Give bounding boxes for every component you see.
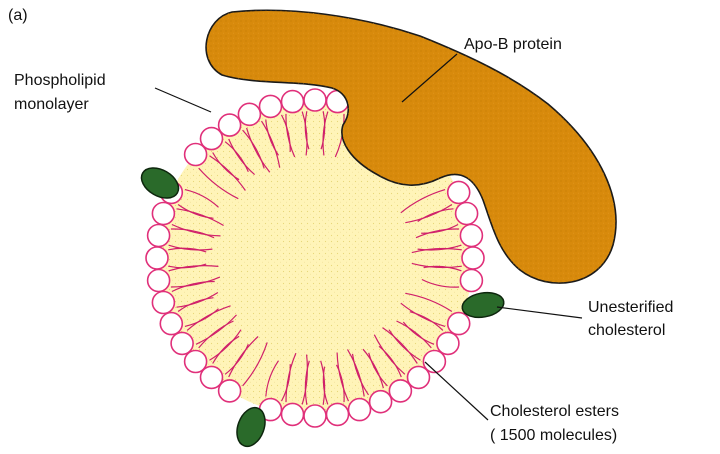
phospholipid-head bbox=[282, 91, 304, 113]
esters-label-line1: Cholesterol esters bbox=[490, 403, 619, 420]
phospholipid-head bbox=[282, 403, 304, 425]
phospholipid-head bbox=[260, 95, 282, 117]
phospholipid-head bbox=[448, 313, 470, 335]
phospholipid-head bbox=[152, 292, 174, 314]
phospholipid-head bbox=[185, 351, 207, 373]
panel-label: (a) bbox=[8, 7, 28, 24]
phospholipid-head bbox=[238, 103, 260, 125]
esters-label-line2: ( 1500 molecules) bbox=[490, 427, 617, 444]
phospholipid-head bbox=[448, 181, 470, 203]
phospholipid-head bbox=[460, 225, 482, 247]
phospholipid-head bbox=[146, 247, 168, 269]
phospholipid-head bbox=[160, 313, 182, 335]
phospholipid-head bbox=[304, 405, 326, 427]
phospholipid-head bbox=[219, 114, 241, 136]
phospholipid-leader-line bbox=[155, 88, 211, 112]
phospholipid-label-line1: Phospholipid bbox=[14, 72, 106, 89]
phospholipid-head bbox=[460, 270, 482, 292]
phospholipid-head bbox=[304, 89, 326, 111]
phospholipid-head bbox=[389, 380, 411, 402]
phospholipid-head bbox=[219, 380, 241, 402]
cholesterol-label-line2: cholesterol bbox=[588, 322, 665, 339]
phospholipid-head bbox=[327, 403, 349, 425]
cholesterol-leader-line bbox=[497, 307, 582, 318]
phospholipid-head bbox=[370, 391, 392, 413]
cholesterol-label-line1: Unesterified bbox=[588, 299, 673, 316]
phospholipid-head bbox=[349, 399, 371, 421]
phospholipid-head bbox=[437, 332, 459, 354]
phospholipid-head bbox=[462, 247, 484, 269]
esters-leader-line bbox=[425, 362, 488, 420]
apo-b-label: Apo-B protein bbox=[464, 36, 562, 53]
phospholipid-head bbox=[201, 128, 223, 150]
phospholipid-head bbox=[456, 203, 478, 225]
phospholipid-head bbox=[148, 225, 170, 247]
phospholipid-head bbox=[148, 270, 170, 292]
phospholipid-head bbox=[152, 203, 174, 225]
phospholipid-head bbox=[171, 332, 193, 354]
phospholipid-head bbox=[408, 366, 430, 388]
phospholipid-label-line2: monolayer bbox=[14, 96, 89, 113]
